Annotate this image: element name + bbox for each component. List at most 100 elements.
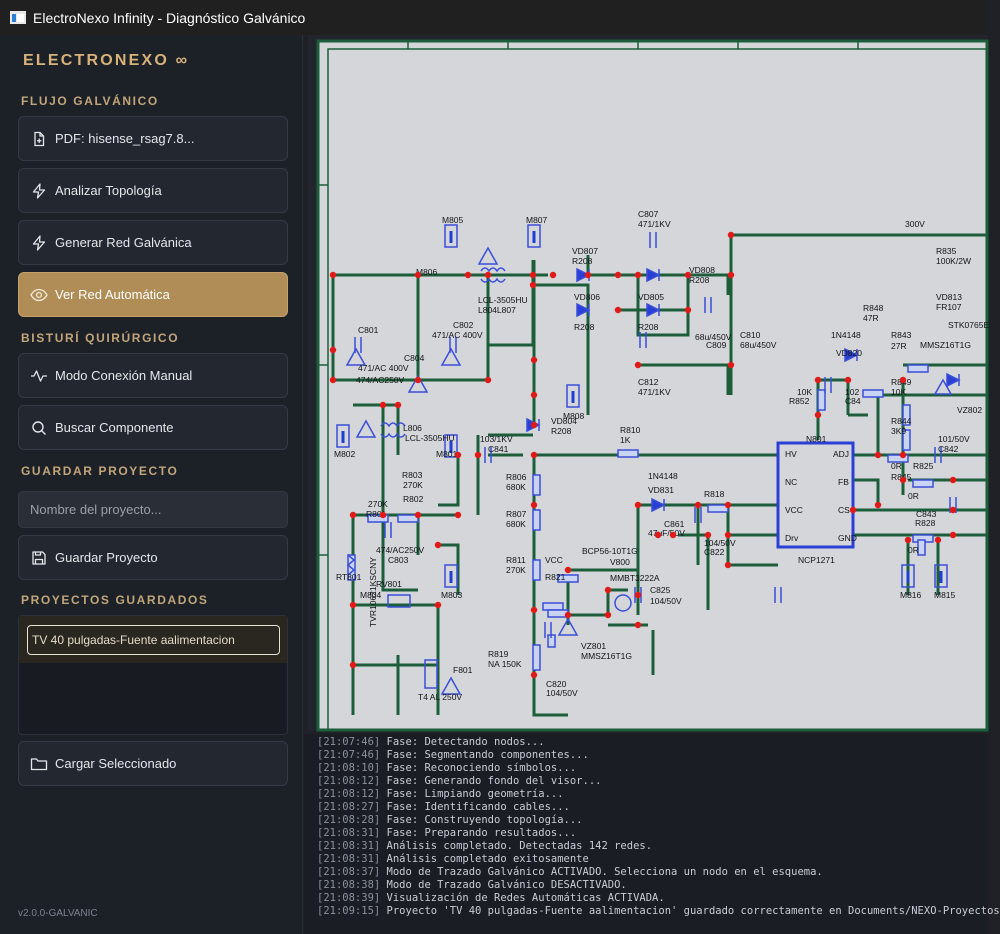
component-label: M804: [360, 590, 382, 600]
lightning-icon: [30, 182, 48, 200]
section-bisturi-quirurgico: BISTURÍ QUIRÚRGICO: [21, 331, 180, 345]
component-label: LCL-3505HU: [405, 433, 455, 443]
component-label: R801: [366, 509, 387, 519]
component-label: 102: [845, 387, 859, 397]
component-label: R803: [402, 470, 423, 480]
wire: [438, 455, 460, 507]
resistor-symbol: [862, 389, 884, 398]
ic-ncp1271[interactable]: [776, 441, 855, 549]
resistor-symbol: [907, 364, 929, 373]
junction-node: [529, 281, 537, 289]
log-message: Modo de Trazado Galvánico DESACTIVADO.: [380, 879, 627, 891]
project-name-input[interactable]: [18, 491, 288, 528]
component-label: TVR10621KSCNY: [368, 557, 378, 627]
guardar-proyecto-button[interactable]: Guardar Proyecto: [18, 535, 288, 580]
pdf-file-button[interactable]: PDF: hisense_rsag7.8...: [18, 116, 288, 161]
component-label: R848: [863, 303, 884, 313]
junction-node: [349, 661, 357, 669]
warning-triangle-symbol: [407, 374, 429, 393]
diode-symbol: [844, 347, 859, 363]
component-label: C810: [740, 330, 761, 340]
log-line: [21:09:15] Proyecto 'TV 40 pulgadas-Fuen…: [317, 905, 1000, 918]
log-line: [21:07:46] Fase: Detectando nodos...: [317, 736, 1000, 749]
log-timestamp: [21:08:27]: [317, 801, 381, 813]
log-line: [21:08:12] Fase: Limpiando geometría...: [317, 788, 1000, 801]
junction-node: [530, 421, 538, 429]
ver-red-automatica-button[interactable]: Ver Red Automática: [18, 272, 288, 317]
analizar-topologia-label: Analizar Topología: [55, 183, 162, 198]
testpoint-box: [336, 424, 350, 448]
junction-node: [530, 501, 538, 509]
saved-project-item[interactable]: TV 40 pulgadas-Fuente aalimentacion: [27, 625, 280, 655]
component-label: VCC: [545, 555, 563, 565]
component-label: 0R: [908, 545, 919, 555]
resistor-symbol: [367, 514, 389, 523]
junction-node: [394, 401, 402, 409]
log-line: [21:08:37] Modo de Trazado Galvánico ACT…: [317, 866, 1000, 879]
log-timestamp: [21:08:28]: [317, 814, 381, 826]
junction-node: [724, 531, 732, 539]
log-line: [21:08:31] Fase: Preparando resultados..…: [317, 827, 1000, 840]
component-label: R825: [913, 461, 934, 471]
junction-node: [414, 511, 422, 519]
file-plus-icon: [30, 130, 48, 148]
component-label: 3K9: [891, 426, 906, 436]
junction-node: [694, 501, 702, 509]
component-label: 474/AC250V: [356, 375, 405, 385]
junction-node: [844, 376, 852, 384]
log-timestamp: [21:07:46]: [317, 749, 381, 761]
component-label: 471/AC 400V: [358, 363, 409, 373]
generar-red-button[interactable]: Generar Red Galvánica: [18, 220, 288, 265]
resistor-symbol: [912, 479, 934, 488]
component-label: 474/AC250V: [376, 545, 425, 555]
junction-node: [530, 671, 538, 679]
component-label: C842: [938, 444, 959, 454]
warning-triangle-symbol: [440, 676, 462, 695]
modo-conexion-manual-button[interactable]: Modo Conexión Manual: [18, 353, 288, 398]
log-timestamp: [21:07:46]: [317, 736, 381, 748]
saved-projects-list[interactable]: TV 40 pulgadas-Fuente aalimentacion: [18, 615, 288, 735]
junction-node: [379, 401, 387, 409]
log-timestamp: [21:09:15]: [317, 905, 381, 917]
component-label: 104/50V: [704, 538, 736, 548]
testpoint-box: [444, 434, 458, 458]
component-label: C812: [638, 377, 659, 387]
component-label: 270K: [506, 565, 526, 575]
buscar-componente-button[interactable]: Buscar Componente: [18, 405, 288, 450]
log-message: Visualización de Redes Automáticas ACTIV…: [380, 892, 665, 904]
log-line: [21:08:39] Visualización de Redes Automá…: [317, 892, 1000, 905]
junction-node: [530, 606, 538, 614]
component-label: 1K: [620, 435, 631, 445]
junction-node: [474, 451, 482, 459]
component-label: M816: [900, 590, 922, 600]
component-label: R845: [891, 472, 912, 482]
component-label: 104/50V: [546, 688, 578, 698]
junction-node: [414, 271, 422, 279]
component-label: C807: [638, 209, 659, 219]
log-message: Fase: Generando fondo del visor...: [380, 775, 602, 787]
resistor-symbol: [397, 514, 419, 523]
junction-node: [634, 591, 642, 599]
analizar-topologia-button[interactable]: Analizar Topología: [18, 168, 288, 213]
component-label: R208: [572, 256, 593, 266]
component-label: VCC: [785, 505, 803, 515]
junction-node: [530, 356, 538, 364]
component-label: CS: [838, 505, 850, 515]
component-label: VD831: [648, 485, 674, 495]
resistor-symbol: [557, 574, 579, 583]
junction-node: [614, 306, 622, 314]
component-label: 10K: [891, 387, 906, 397]
testpoint-box: [444, 224, 458, 248]
diode-symbol: [646, 267, 661, 283]
component-label: MMSZ16T1G: [581, 651, 632, 661]
varistor-symbol: [387, 594, 411, 608]
cargar-seleccionado-button[interactable]: Cargar Seleccionado: [18, 741, 288, 786]
component-label: 300V: [905, 219, 925, 229]
search-icon: [30, 419, 48, 437]
junction-node: [934, 536, 942, 544]
component-label: C803: [388, 555, 409, 565]
log-timestamp: [21:08:31]: [317, 853, 381, 865]
log-console[interactable]: [21:07:46] Fase: Detectando nodos...[21:…: [304, 734, 1000, 934]
